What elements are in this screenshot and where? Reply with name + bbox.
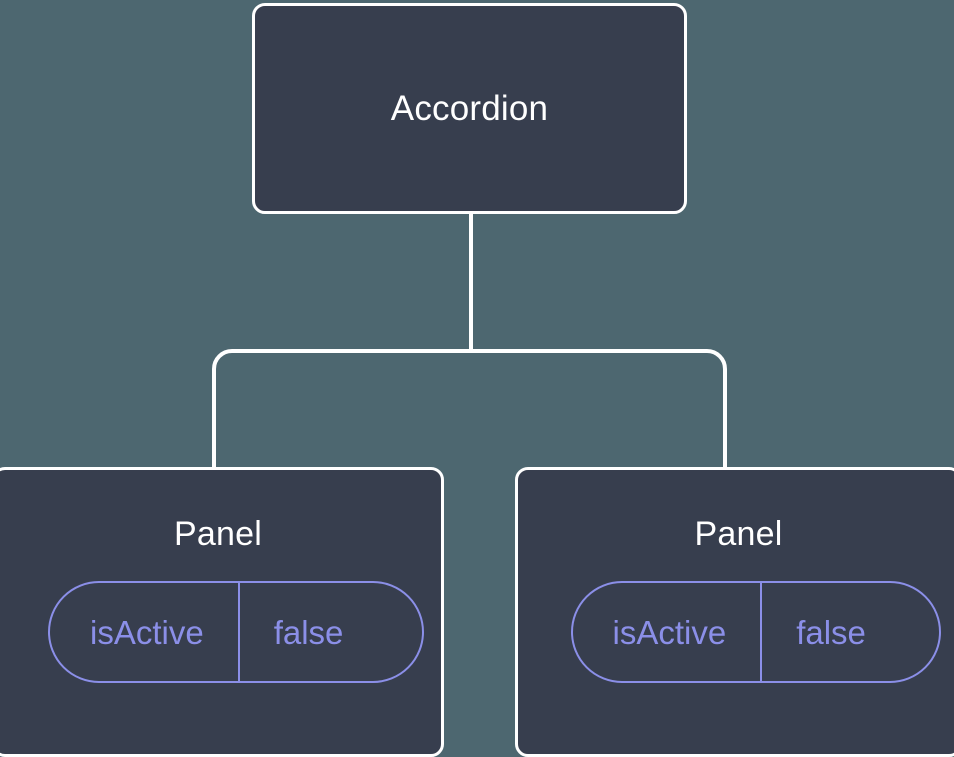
prop-key-2: isActive xyxy=(612,613,727,651)
edge-layer xyxy=(212,213,727,470)
node-accordion[interactable]: Accordion xyxy=(252,3,687,214)
node-panel-1-label: Panel xyxy=(174,515,262,553)
node-panel-2-label: Panel xyxy=(694,515,783,553)
prop-value-2: false xyxy=(760,583,906,681)
prop-pill-isactive-2[interactable]: isActive false xyxy=(570,581,941,683)
node-panel-1[interactable]: Panel isActive false xyxy=(0,467,444,757)
prop-value-1: false xyxy=(237,583,384,681)
edge-branch-left xyxy=(212,349,471,470)
component-tree-diagram: Accordion Panel isActive false Panel isA… xyxy=(0,3,954,757)
prop-pill-isactive-1[interactable]: isActive false xyxy=(48,581,424,683)
node-accordion-label: Accordion xyxy=(390,89,549,128)
prop-key-1: isActive xyxy=(90,613,204,651)
edge-branch-right xyxy=(471,349,727,470)
node-panel-2[interactable]: Panel isActive false xyxy=(515,467,954,757)
